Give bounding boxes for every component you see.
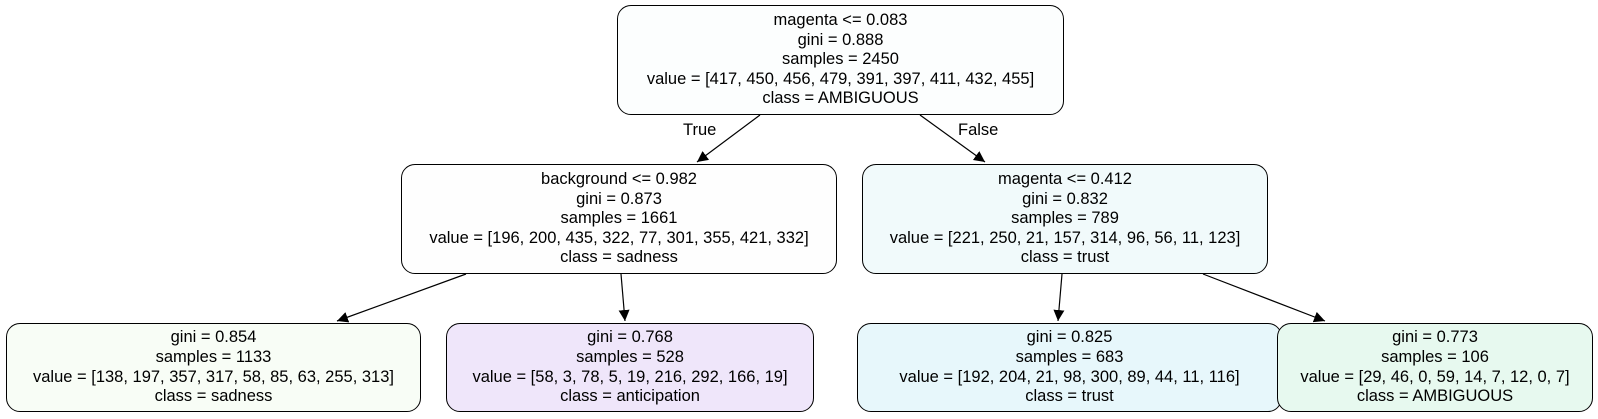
tree-node-level1-left: background <= 0.982 gini = 0.873 samples… xyxy=(401,164,837,274)
node-class: class = sadness xyxy=(154,387,273,406)
node-samples: samples = 789 xyxy=(1011,209,1119,228)
node-class: class = AMBIGUOUS xyxy=(762,89,919,108)
node-gini: gini = 0.832 xyxy=(1022,189,1108,208)
tree-node-level1-right: magenta <= 0.412 gini = 0.832 samples = … xyxy=(862,164,1268,274)
node-value: value = [196, 200, 435, 322, 77, 301, 35… xyxy=(429,228,809,247)
node-samples: samples = 106 xyxy=(1381,347,1489,366)
node-class: class = AMBIGUOUS xyxy=(1356,387,1514,406)
tree-node-root: magenta <= 0.083 gini = 0.888 samples = … xyxy=(617,5,1064,115)
node-value: value = [192, 204, 21, 98, 300, 89, 44, … xyxy=(899,367,1240,386)
node-class: class = sadness xyxy=(560,248,678,267)
node-gini: gini = 0.854 xyxy=(170,328,257,347)
tree-leaf-1: gini = 0.854 samples = 1133 value = [138… xyxy=(6,323,421,412)
node-samples: samples = 528 xyxy=(576,347,684,366)
node-value: value = [58, 3, 78, 5, 19, 216, 292, 166… xyxy=(472,367,788,386)
tree-leaf-3: gini = 0.825 samples = 683 value = [192,… xyxy=(857,323,1282,412)
node-gini: gini = 0.888 xyxy=(797,30,884,49)
edge-right-to-leaf-3 xyxy=(1053,273,1065,322)
node-gini: gini = 0.768 xyxy=(587,328,673,347)
node-split-condition: magenta <= 0.083 xyxy=(773,11,908,30)
node-samples: samples = 2450 xyxy=(782,50,899,69)
tree-leaf-4: gini = 0.773 samples = 106 value = [29, … xyxy=(1277,323,1593,412)
node-value: value = [417, 450, 456, 479, 391, 397, 4… xyxy=(646,69,1035,88)
node-samples: samples = 1133 xyxy=(155,347,272,366)
node-gini: gini = 0.825 xyxy=(1026,328,1113,347)
node-samples: samples = 683 xyxy=(1015,347,1124,366)
node-class: class = trust xyxy=(1020,248,1110,267)
tree-leaf-2: gini = 0.768 samples = 528 value = [58, … xyxy=(446,323,814,412)
node-split-condition: background <= 0.982 xyxy=(541,170,697,189)
node-samples: samples = 1661 xyxy=(560,209,678,228)
edge-label-true: True xyxy=(683,121,717,139)
node-split-condition: magenta <= 0.412 xyxy=(998,170,1132,189)
edge-left-to-leaf-2 xyxy=(618,273,630,322)
node-gini: gini = 0.873 xyxy=(576,189,662,208)
node-class: class = anticipation xyxy=(560,387,700,406)
edge-right-to-leaf-4 xyxy=(1202,273,1326,323)
node-value: value = [29, 46, 0, 59, 14, 7, 12, 0, 7] xyxy=(1300,367,1570,386)
node-gini: gini = 0.773 xyxy=(1392,328,1478,347)
node-value: value = [138, 197, 357, 317, 58, 85, 63,… xyxy=(32,367,394,386)
edge-left-to-leaf-1 xyxy=(336,273,467,323)
node-class: class = trust xyxy=(1025,387,1114,406)
edge-label-false: False xyxy=(958,121,999,139)
node-value: value = [221, 250, 21, 157, 314, 96, 56,… xyxy=(889,228,1241,247)
